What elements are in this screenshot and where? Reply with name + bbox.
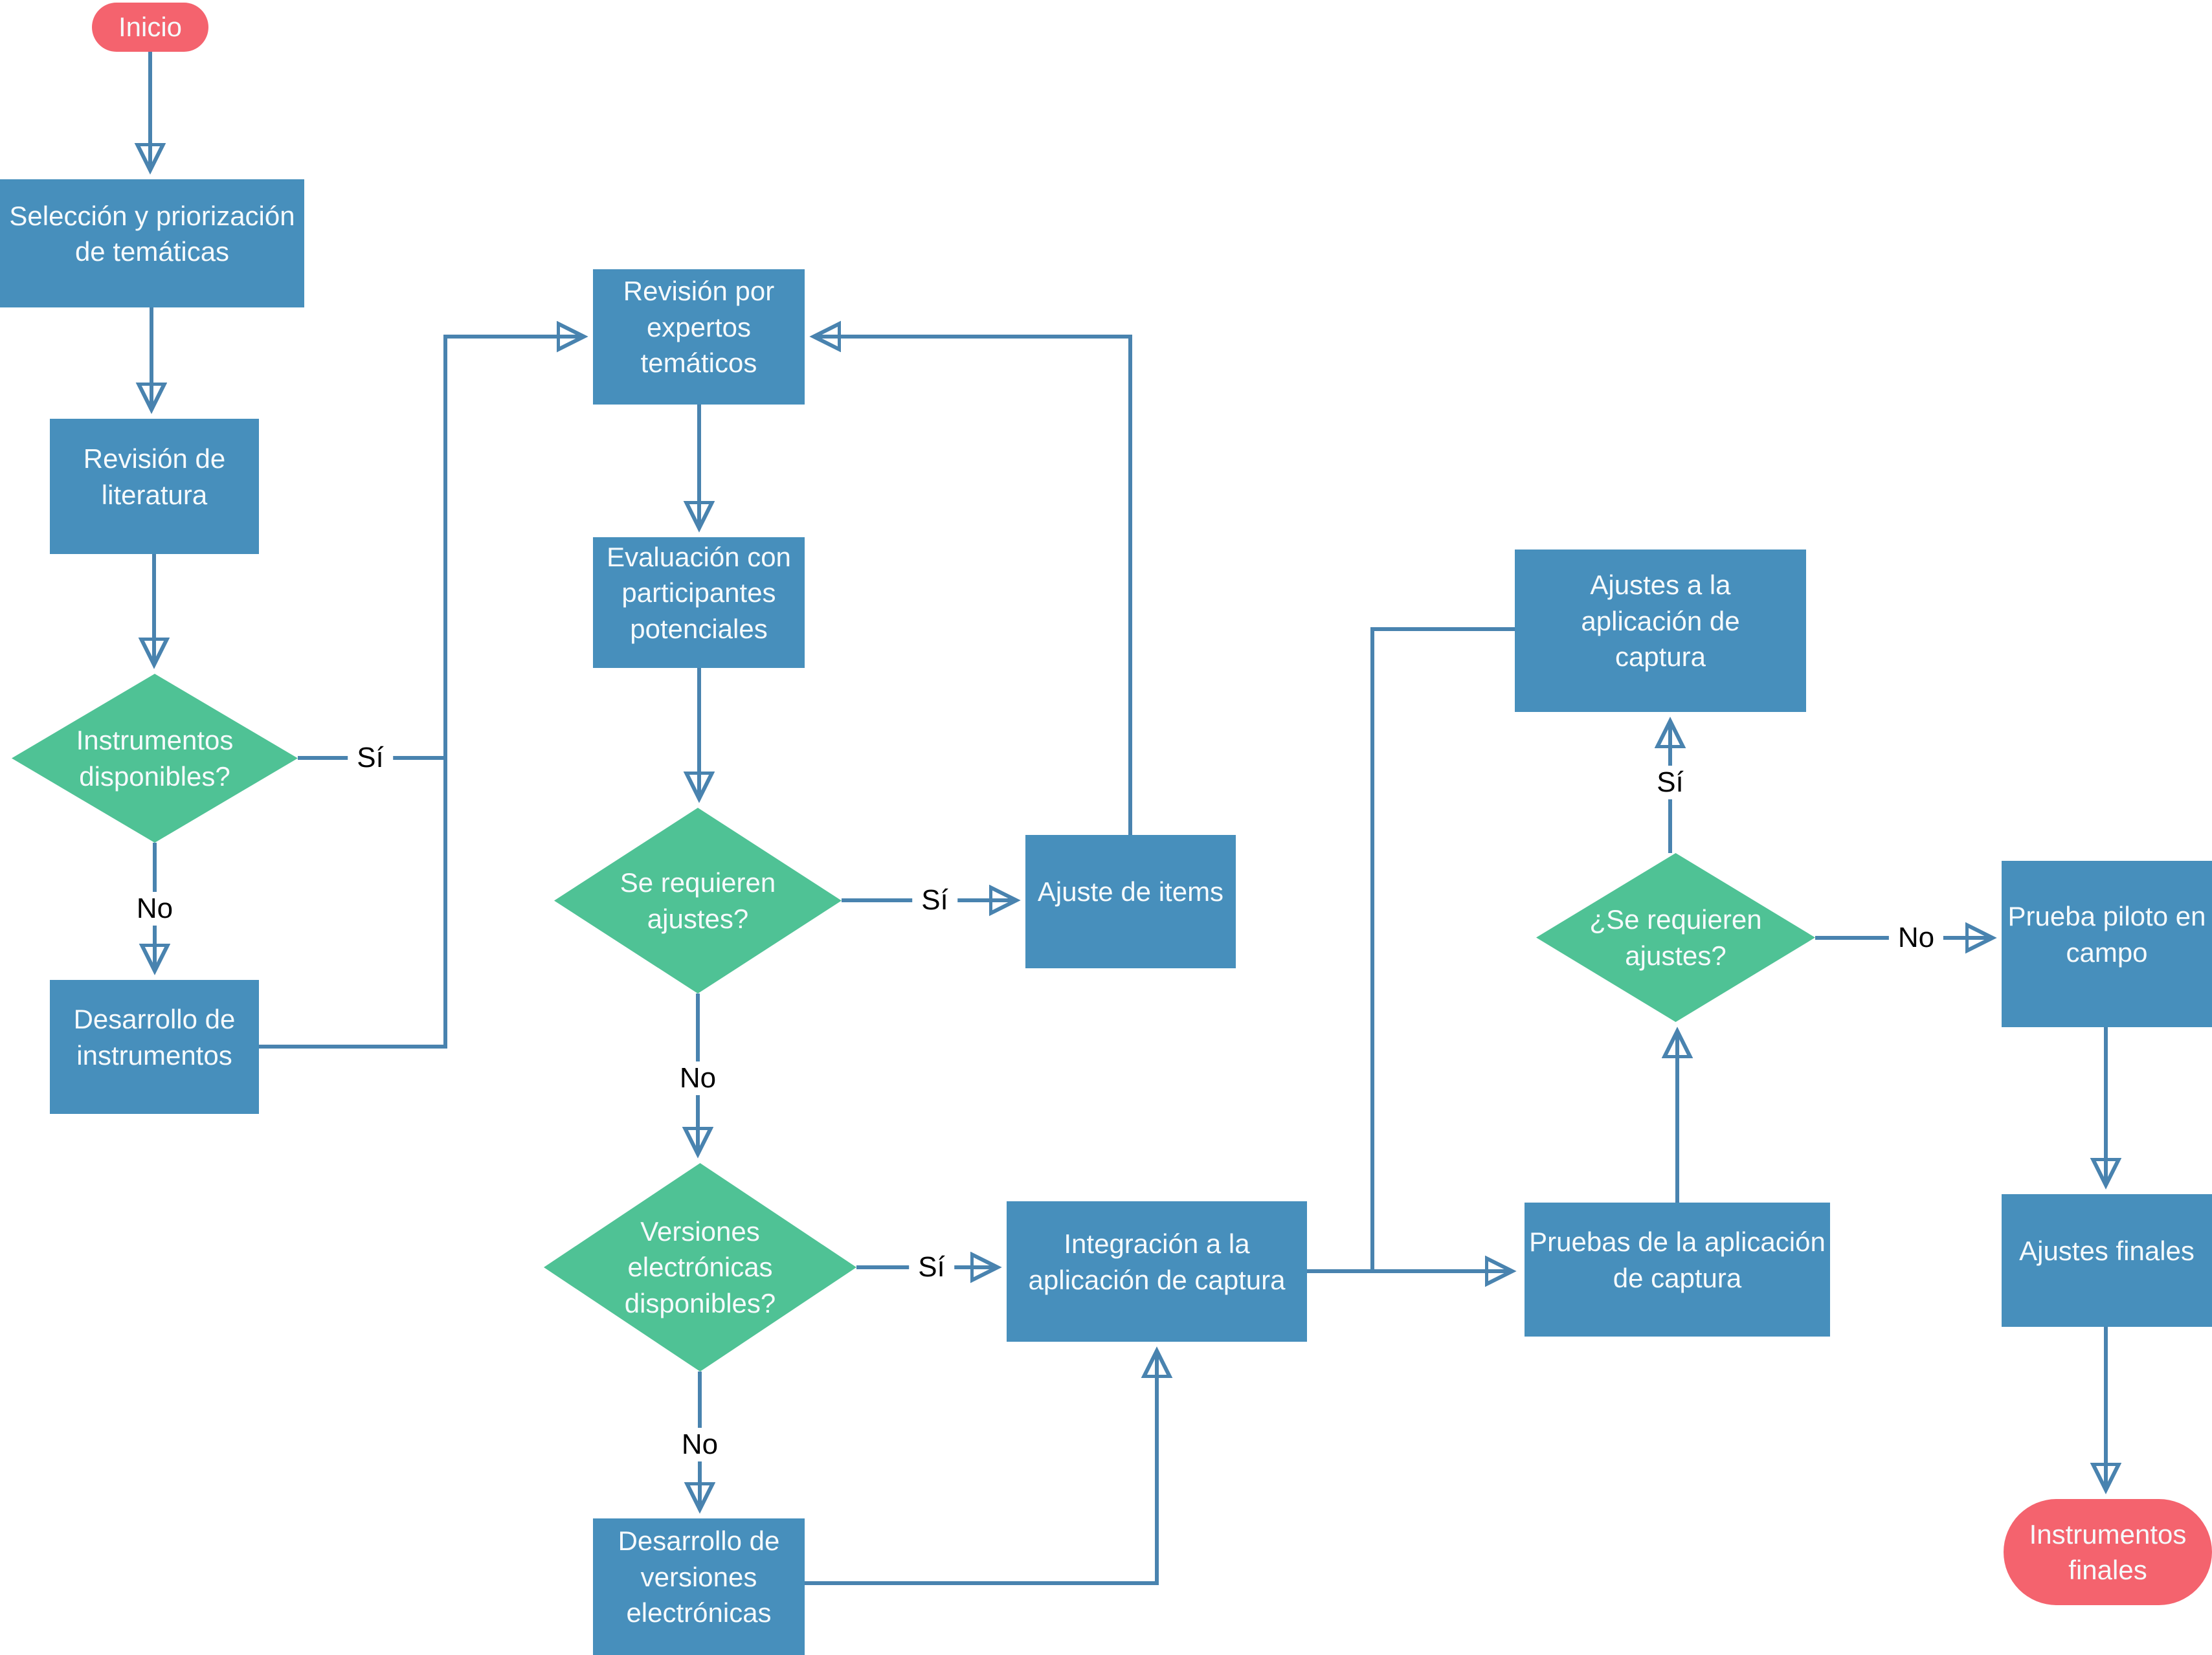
process-revision-expertos: Revisión por expertos temáticos <box>593 269 805 405</box>
process-evaluacion-participantes: Evaluación con participantes potenciales <box>593 537 805 668</box>
edge-label-si-instrumentos: Sí <box>348 741 393 775</box>
terminator-instrumentos-finales: Instrumentos finales <box>2004 1499 2212 1605</box>
connector-desarrollo-versiones-integracion <box>805 1351 1157 1585</box>
edge-label-si-ajuste-items: Sí <box>912 883 957 917</box>
terminator-inicio: Inicio <box>92 3 208 52</box>
node-label: ¿Se requieren ajustes? <box>1589 904 1762 971</box>
process-ajustes-finales: Ajustes finales <box>2002 1194 2212 1327</box>
node-label: Desarrollo de instrumentos <box>73 1004 236 1071</box>
node-label: Prueba piloto en campo <box>2007 901 2206 968</box>
node-label: Instrumentos disponibles? <box>76 725 234 792</box>
edge-label-no-instrumentos: No <box>127 892 183 926</box>
node-label: Se requieren ajustes? <box>620 867 776 934</box>
process-pruebas-aplicacion: Pruebas de la aplicación de captura <box>1525 1203 1830 1337</box>
process-ajustes-aplicacion: Ajustes a la aplicación de captura <box>1515 550 1806 712</box>
edge-label-no-versiones: No <box>672 1428 728 1461</box>
node-label: Versiones electrónicas disponibles? <box>624 1216 776 1318</box>
process-desarrollo-instrumentos: Desarrollo de instrumentos <box>50 980 259 1114</box>
node-label: Instrumentos finales <box>2029 1518 2187 1585</box>
process-prueba-piloto: Prueba piloto en campo <box>2002 861 2212 1027</box>
edge-label-no-ajustes-app: No <box>1888 921 1944 955</box>
process-ajuste-items: Ajuste de items <box>1025 835 1236 968</box>
process-desarrollo-versiones: Desarrollo de versiones electrónicas <box>593 1518 805 1655</box>
node-label: Evaluación con participantes potenciales <box>607 541 791 644</box>
process-revision-literatura: Revisión de literatura <box>50 419 259 554</box>
edge-label-si-versiones: Sí <box>909 1250 954 1284</box>
node-label: Revisión por expertos temáticos <box>623 276 775 379</box>
connector-ajuste-items-revision-expertos <box>814 337 1132 835</box>
node-label: Desarrollo de versiones electrónicas <box>618 1526 780 1628</box>
node-label: Revisión de literatura <box>83 443 226 510</box>
node-label: Ajustes finales <box>2019 1235 2195 1266</box>
node-label: Integración a la aplicación de captura <box>1028 1228 1286 1295</box>
node-label: Inicio <box>118 12 183 43</box>
node-label: Selección y priorización de temáticas <box>9 200 295 267</box>
connector-ajustes-aplicacion-pruebas <box>1370 627 1515 1269</box>
edge-label-si-ajustes-app: Sí <box>1648 766 1693 799</box>
process-integracion-aplicacion: Integración a la aplicación de captura <box>1007 1201 1307 1342</box>
node-label: Pruebas de la aplicación de captura <box>1529 1227 1826 1293</box>
process-seleccion-priorizacion: Selección y priorización de temáticas <box>0 179 304 307</box>
node-label: Ajuste de items <box>1037 876 1224 907</box>
connector-desarrollo-instrumentos-revision-expertos <box>259 337 584 1049</box>
edge-label-no-ajuste-items: No <box>670 1061 726 1095</box>
node-label: Ajustes a la aplicación de captura <box>1581 570 1740 672</box>
